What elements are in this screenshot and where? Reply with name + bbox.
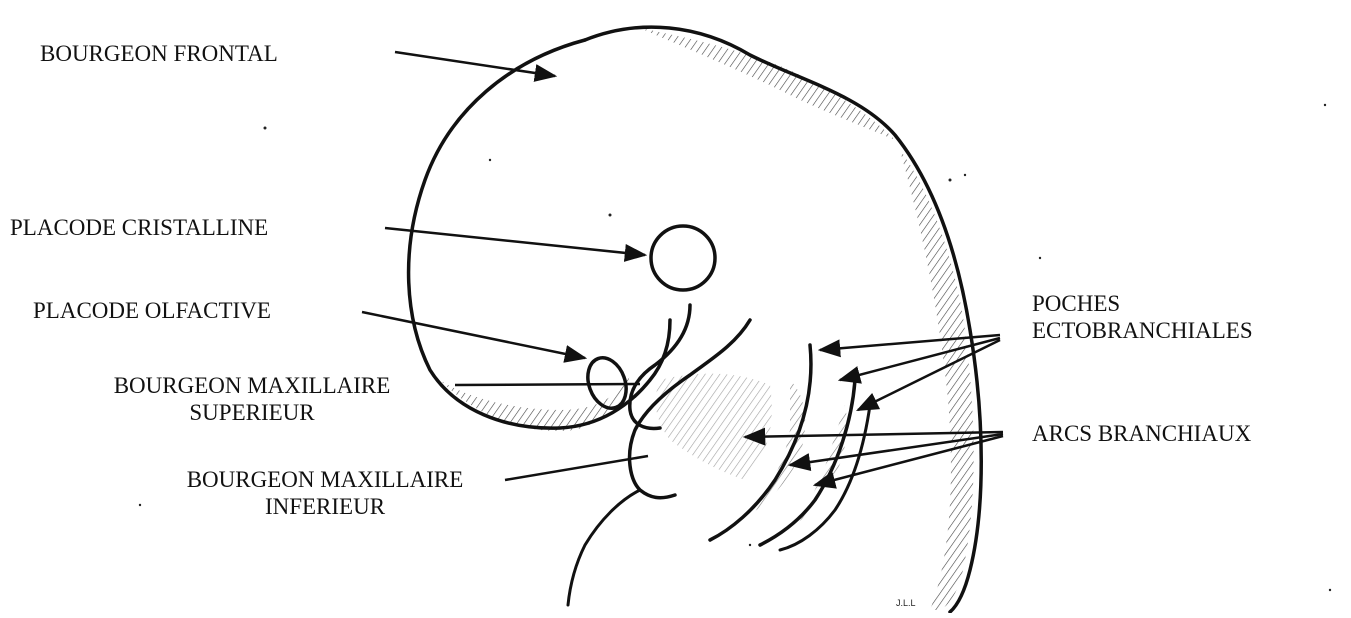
label-bmi-line1: BOURGEON MAXILLAIRE <box>135 466 515 493</box>
head-shading <box>440 28 974 610</box>
label-bms-line1: BOURGEON MAXILLAIRE <box>62 372 442 399</box>
head-outline <box>585 27 981 612</box>
label-bourgeon-frontal: BOURGEON FRONTAL <box>40 40 278 67</box>
label-placode-cristalline: PLACODE CRISTALLINE <box>10 214 268 241</box>
artist-signature: J.L.L <box>896 598 916 608</box>
mandible-outline <box>568 490 640 605</box>
label-bms-line2: SUPERIEUR <box>62 399 442 426</box>
label-bmi-line2: INFERIEUR <box>135 493 515 520</box>
label-placode-olfactive: PLACODE OLFACTIVE <box>33 297 271 324</box>
label-arcs-branchiaux: ARCS BRANCHIAUX <box>1032 420 1251 447</box>
label-poches-line1: POCHES <box>1032 290 1253 317</box>
label-poches-line2: ECTOBRANCHIALES <box>1032 317 1253 344</box>
label-bourgeon-maxillaire-superieur: BOURGEON MAXILLAIRE SUPERIEUR <box>62 372 442 426</box>
label-bourgeon-maxillaire-inferieur: BOURGEON MAXILLAIRE INFERIEUR <box>135 466 515 520</box>
label-poches-ectobranchiales: POCHES ECTOBRANCHIALES <box>1032 290 1253 344</box>
lens-placode <box>651 226 715 290</box>
